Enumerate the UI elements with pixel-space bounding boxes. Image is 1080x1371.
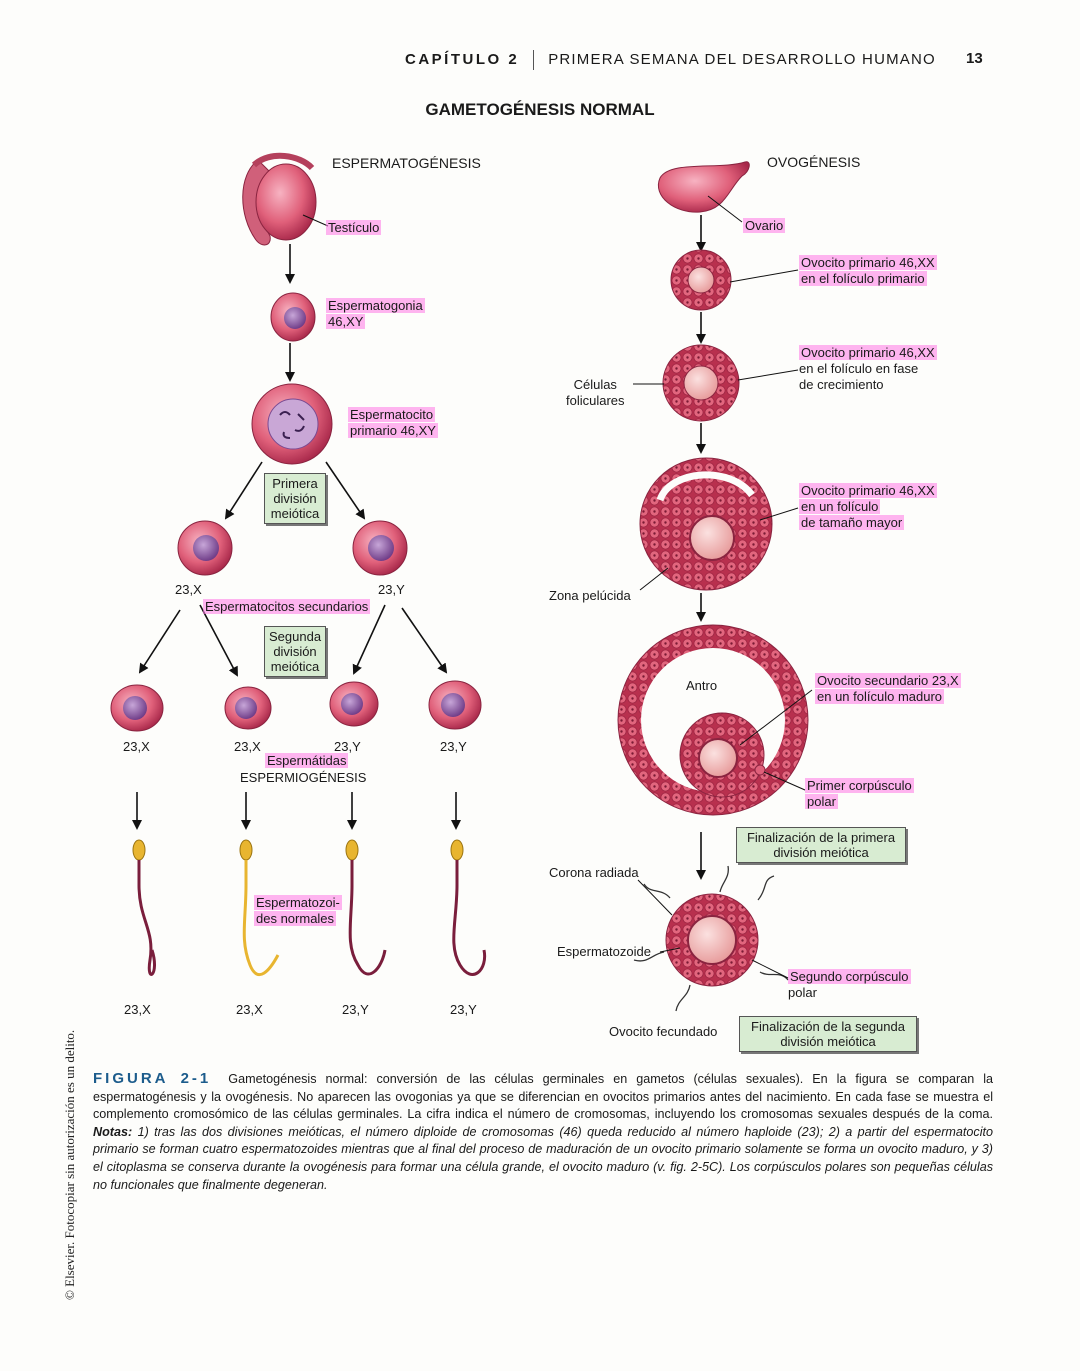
- spermatozoon-icon: [132, 839, 157, 976]
- sperm-chromosome-label: 23,Y: [450, 1002, 477, 1017]
- antrum-label: Antro: [686, 678, 718, 693]
- sperm-chromosome-label: 23,X: [124, 1002, 151, 1017]
- spermatogonium-cell: [270, 292, 316, 342]
- section-title: PRIMERA SEMANA DEL DESARROLLO HUMANO: [548, 50, 936, 68]
- secondary-chromosome-label: 23,X: [175, 582, 202, 597]
- mature-follicle: [617, 624, 809, 816]
- fertilized-oocyte-label: Ovocito fecundado: [609, 1024, 718, 1039]
- spermatozoon-icon: [345, 839, 387, 976]
- corona-radiata-label: Corona radiada: [549, 865, 639, 880]
- secondary-spermatocytes-label: Espermatocitos secundarios: [203, 599, 371, 614]
- testis-icon: [242, 152, 317, 246]
- spermatozoon-icon: [239, 839, 280, 977]
- spermatogenesis-heading: ESPERMATOGÉNESIS: [332, 155, 481, 171]
- spermatozoon-label: Espermatozoide: [557, 944, 651, 959]
- ovary-icon: [657, 161, 750, 213]
- spermatid-cell: [428, 680, 482, 730]
- secondary-chromosome-label: 23,Y: [378, 582, 405, 597]
- header-divider: [533, 50, 535, 70]
- figure-caption: FIGURA 2-1 Gametogénesis normal: convers…: [93, 1070, 993, 1194]
- spermatid-chromosome-label: 23,X: [234, 739, 261, 754]
- spermatid-chromosome-label: 23,X: [123, 739, 150, 754]
- caption-text: Gametogénesis normal: conversión de las …: [93, 1072, 993, 1122]
- spermatid-cell: [110, 684, 164, 732]
- spermiogenesis-label: ESPERMIOGÉNESIS: [240, 770, 367, 785]
- primary-spermatocyte-cell: [251, 383, 333, 465]
- growing-follicle: [662, 344, 740, 422]
- running-header: CAPÍTULO 2 PRIMERA SEMANA DEL DESARROLLO …: [405, 50, 936, 70]
- spermatid-chromosome-label: 23,Y: [334, 739, 361, 754]
- spermatozoon-icon: [450, 839, 487, 976]
- spermatid-cell: [224, 686, 272, 730]
- copyright-side-note: © Elsevier. Fotocopiar sin autorización …: [62, 1029, 77, 1300]
- spermatid-cell: [329, 681, 379, 727]
- fertilized-oocyte-cell: [633, 865, 789, 1012]
- oogenesis-heading: OVOGÉNESIS: [767, 154, 861, 170]
- figure-title: GAMETOGÉNESIS NORMAL: [425, 100, 655, 119]
- spermatid-chromosome-label: 23,Y: [440, 739, 467, 754]
- testis-label: Testículo: [326, 220, 382, 235]
- secondary-spermatocyte-cell: [352, 520, 408, 576]
- ovary-label: Ovario: [743, 218, 786, 233]
- figure-label: FIGURA 2-1: [93, 1070, 212, 1087]
- sperm-chromosome-label: 23,X: [236, 1002, 263, 1017]
- chapter-label: CAPÍTULO 2: [405, 50, 520, 68]
- caption-notes: 1) tras las dos divisiones meióticas, el…: [93, 1124, 993, 1192]
- secondary-spermatocyte-cell: [177, 520, 233, 576]
- zona-pellucida-label: Zona pelúcida: [549, 588, 631, 603]
- sperm-chromosome-label: 23,Y: [342, 1002, 369, 1017]
- primary-follicle: [670, 249, 732, 311]
- larger-follicle: [639, 457, 773, 591]
- caption-notes-label: Notas:: [93, 1124, 133, 1139]
- spermatids-label: Espermátidas: [265, 753, 349, 768]
- normal-sperm-label: Espermatozoi-des normales: [254, 895, 342, 926]
- page-number: 13: [966, 50, 983, 67]
